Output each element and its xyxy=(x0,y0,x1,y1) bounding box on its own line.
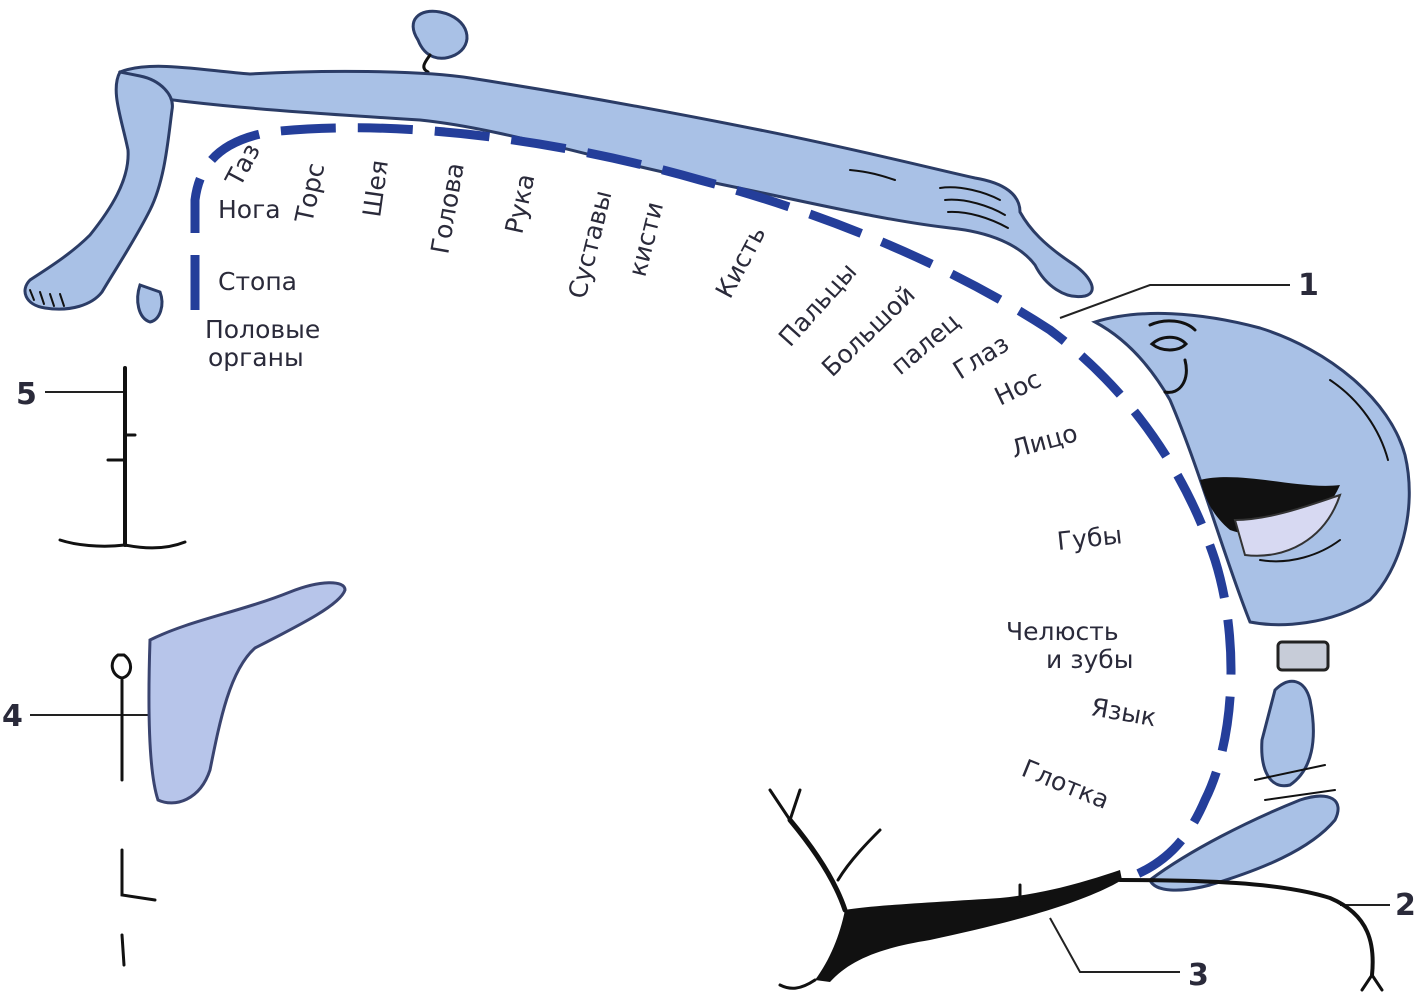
label-jaw-2: и зубы xyxy=(1046,645,1133,674)
label-torso: Торс xyxy=(289,160,330,226)
label-arm: Рука xyxy=(500,171,541,236)
label-leg: Нога xyxy=(218,195,281,224)
callout-2: 2 xyxy=(1395,888,1414,923)
label-genitals-1: Половые xyxy=(205,315,320,344)
label-nose: Нос xyxy=(990,364,1046,411)
neuron-2 xyxy=(1120,880,1382,990)
label-pharynx: Глотка xyxy=(1018,754,1114,815)
neuron-5 xyxy=(60,368,185,548)
callout-1: 1 xyxy=(1298,268,1319,303)
homunculus-genitals xyxy=(138,285,162,322)
homunculus-leg xyxy=(25,72,172,309)
label-hand-joints-2: кисти xyxy=(623,199,670,280)
label-eye: Глаз xyxy=(948,329,1014,385)
callout-3: 3 xyxy=(1188,958,1209,993)
motor-cortex-band xyxy=(195,128,1231,875)
label-hand-joints-1: Суставы xyxy=(563,187,618,301)
homunculus-face xyxy=(1095,313,1409,624)
label-neck: Шея xyxy=(357,158,394,219)
label-face: Лицо xyxy=(1008,418,1081,463)
homunculus-trunk-arm xyxy=(120,66,1092,296)
neuron-3 xyxy=(770,790,1122,988)
label-hand: Кисть xyxy=(710,221,772,303)
neuron-4 xyxy=(112,583,345,965)
teeth-block xyxy=(1278,642,1328,670)
label-genitals-2: органы xyxy=(208,343,304,372)
callout-4: 4 xyxy=(2,699,23,734)
label-foot: Стопа xyxy=(218,267,297,296)
label-jaw-1: Челюсть xyxy=(1006,617,1119,646)
label-head: Голова xyxy=(425,161,470,257)
neuron-4-body xyxy=(149,583,345,803)
callout-5: 5 xyxy=(16,377,37,412)
label-lips: Губы xyxy=(1056,520,1124,556)
label-tongue: Язык xyxy=(1089,692,1159,732)
homunculus-head xyxy=(413,11,467,58)
